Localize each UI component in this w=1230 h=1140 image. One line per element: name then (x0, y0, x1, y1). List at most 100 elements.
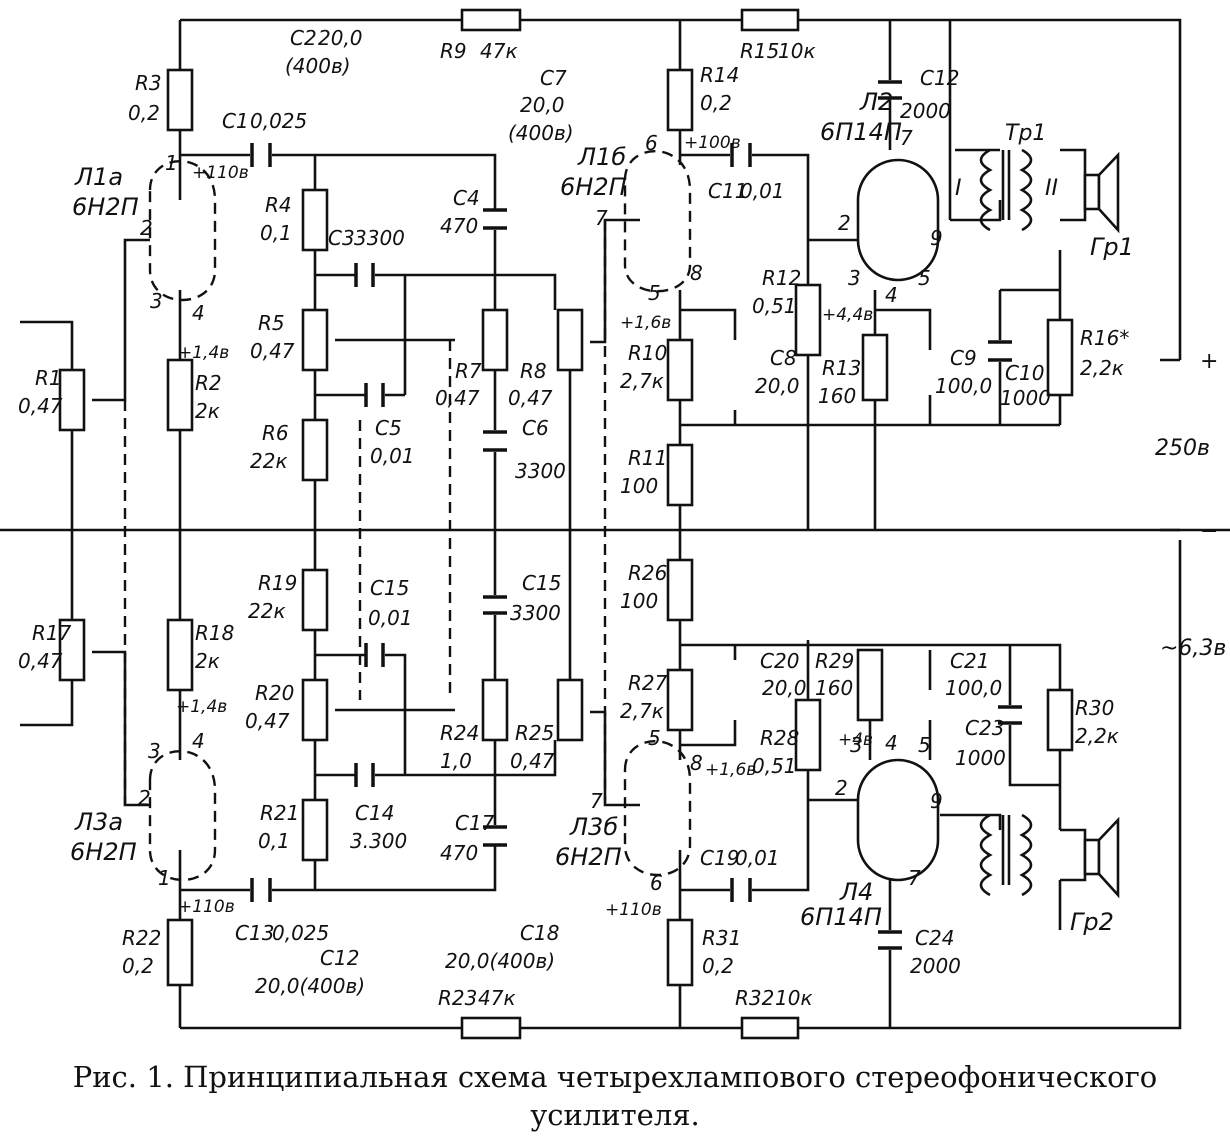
r20-name: R20 (255, 681, 294, 705)
pin-3-l4: 3 (850, 733, 863, 757)
r11-name: R11 (628, 446, 667, 470)
r30-name: R30 (1075, 696, 1114, 720)
r18-name: R18 (195, 621, 234, 645)
pin-9-l2: 9 (930, 226, 943, 250)
tube-L3b-type: 6Н2П (555, 843, 622, 871)
r31-value: 0,2 (702, 954, 734, 978)
c3-value: 3300 (354, 226, 405, 250)
r8-value: 0,47 (508, 386, 553, 410)
figure-caption-line-2: усилителя. (530, 1098, 700, 1132)
r4-name: R4 (265, 193, 292, 217)
c1-name: C1 (222, 109, 249, 133)
power-plus: + (1200, 349, 1218, 374)
c18-value: 20,0(400в) (445, 949, 555, 973)
c4-name: C4 (453, 186, 480, 210)
c3-name: C3 (328, 226, 355, 250)
c2-voltage: (400в) (285, 54, 351, 78)
r7-value: 0,47 (435, 386, 480, 410)
r15-name: R15 (740, 39, 779, 63)
r1-value: 0,47 (18, 394, 63, 418)
volt-110-bottom: +110в (178, 897, 235, 917)
c17-value: 470 (440, 841, 478, 865)
r12-name: R12 (762, 266, 801, 290)
c14-value: 3.300 (350, 829, 407, 853)
figure-caption-line-1: Рис. 1. Принципиальная схема четырехламп… (0, 1060, 1230, 1094)
pin-2-l3a: 2 (138, 786, 151, 810)
pin-1-l3a: 1 (158, 866, 171, 890)
tube-L1a-type: 6Н2П (72, 193, 139, 221)
r12-value: 0,51 (752, 294, 797, 318)
pin-7-l1b: 7 (595, 206, 608, 230)
r15-value: 10к (778, 39, 816, 63)
capacitor-plates (250, 80, 1022, 950)
pin-9-l4: 9 (930, 789, 943, 813)
r6-value: 22к (250, 449, 288, 473)
tube-envelopes (148, 149, 940, 882)
r14-value: 0,2 (700, 91, 732, 115)
pin-2-l1a: 2 (140, 216, 153, 240)
c10-name: C10 (1005, 361, 1044, 385)
c15a-name: C15 (370, 576, 409, 600)
r17-name: R17 (32, 621, 72, 645)
r23-name: R23 (438, 986, 477, 1010)
volt-16-top: +1,6в (620, 313, 671, 333)
figure-caption-text: Принципиальная схема четырехлампового ст… (183, 1060, 1158, 1094)
resistor-bodies (58, 8, 1074, 1040)
r2-value: 2к (195, 399, 220, 423)
power-minus: − (1200, 519, 1218, 544)
speaker-top-label: Гр1 (1090, 233, 1134, 261)
pin-2-l4: 2 (835, 776, 848, 800)
c19-name: C19 (700, 846, 739, 870)
pin-5-l4: 5 (918, 733, 931, 757)
r18-value: 2к (195, 649, 220, 673)
c21-name: C21 (950, 649, 989, 673)
volt-4-top: +4,4в (822, 305, 873, 325)
pin-3-l1a: 3 (150, 289, 163, 313)
pin-7-l3b: 7 (590, 789, 603, 813)
r28-value: 0,51 (752, 754, 797, 778)
pin-4-l2: 4 (885, 283, 898, 307)
r11-value: 100 (620, 474, 658, 498)
r3-name: R3 (135, 71, 162, 95)
pin-4-l4: 4 (885, 731, 898, 755)
c13-name: C13 (235, 921, 274, 945)
r19-value: 22к (248, 599, 286, 623)
power-voltage: 250в (1155, 436, 1210, 461)
r13-name: R13 (822, 356, 861, 380)
r9-name: R9 (440, 39, 467, 63)
tube-L1b-name: Л1б (577, 143, 626, 171)
c24-name: C24 (915, 926, 954, 950)
tube-L3a-name: Л3а (74, 808, 123, 836)
r4-value: 0,1 (260, 221, 292, 245)
c13-value: 0,025 (272, 921, 329, 945)
dashed-links (123, 220, 607, 805)
c5-value: 0,01 (370, 444, 415, 468)
r22-name: R22 (122, 926, 161, 950)
c15b-name: C15 (522, 571, 561, 595)
pin-7-l4: 7 (908, 866, 921, 890)
c1-value: 0,025 (250, 109, 307, 133)
volt-110-top: +110в (192, 163, 249, 183)
c9-name: C9 (950, 346, 977, 370)
r32-value: 10к (775, 986, 813, 1010)
power-ac: ~6,3в (1160, 636, 1226, 661)
r31-name: R31 (702, 926, 741, 950)
transformer-name: Тр1 (1005, 121, 1046, 146)
c7-name: C7 (540, 66, 567, 90)
volt-110-bottom-right: +110в (605, 900, 662, 920)
r30-value: 2,2к (1075, 724, 1119, 748)
tube-L4-name: Л4 (839, 878, 873, 906)
c17-name: C17 (455, 811, 495, 835)
c15b-value: 3300 (510, 601, 561, 625)
c19-value: 0,01 (735, 846, 780, 870)
tube-L2-type: 6П14П (820, 118, 902, 146)
pin-6-l3b: 6 (650, 871, 663, 895)
r25-value: 0,47 (510, 749, 555, 773)
speakers (1083, 151, 1120, 899)
figure-caption-prefix: Рис. 1. (72, 1060, 174, 1094)
c20-value: 20,0 (762, 676, 807, 700)
labels: Л1а 6Н2П Л1б 6Н2П Л2 6П14П Л3а 6Н2П Л3б … (18, 26, 1226, 1010)
c21-value: 100,0 (945, 676, 1002, 700)
r10-name: R10 (628, 341, 667, 365)
r27-value: 2,7к (620, 699, 664, 723)
